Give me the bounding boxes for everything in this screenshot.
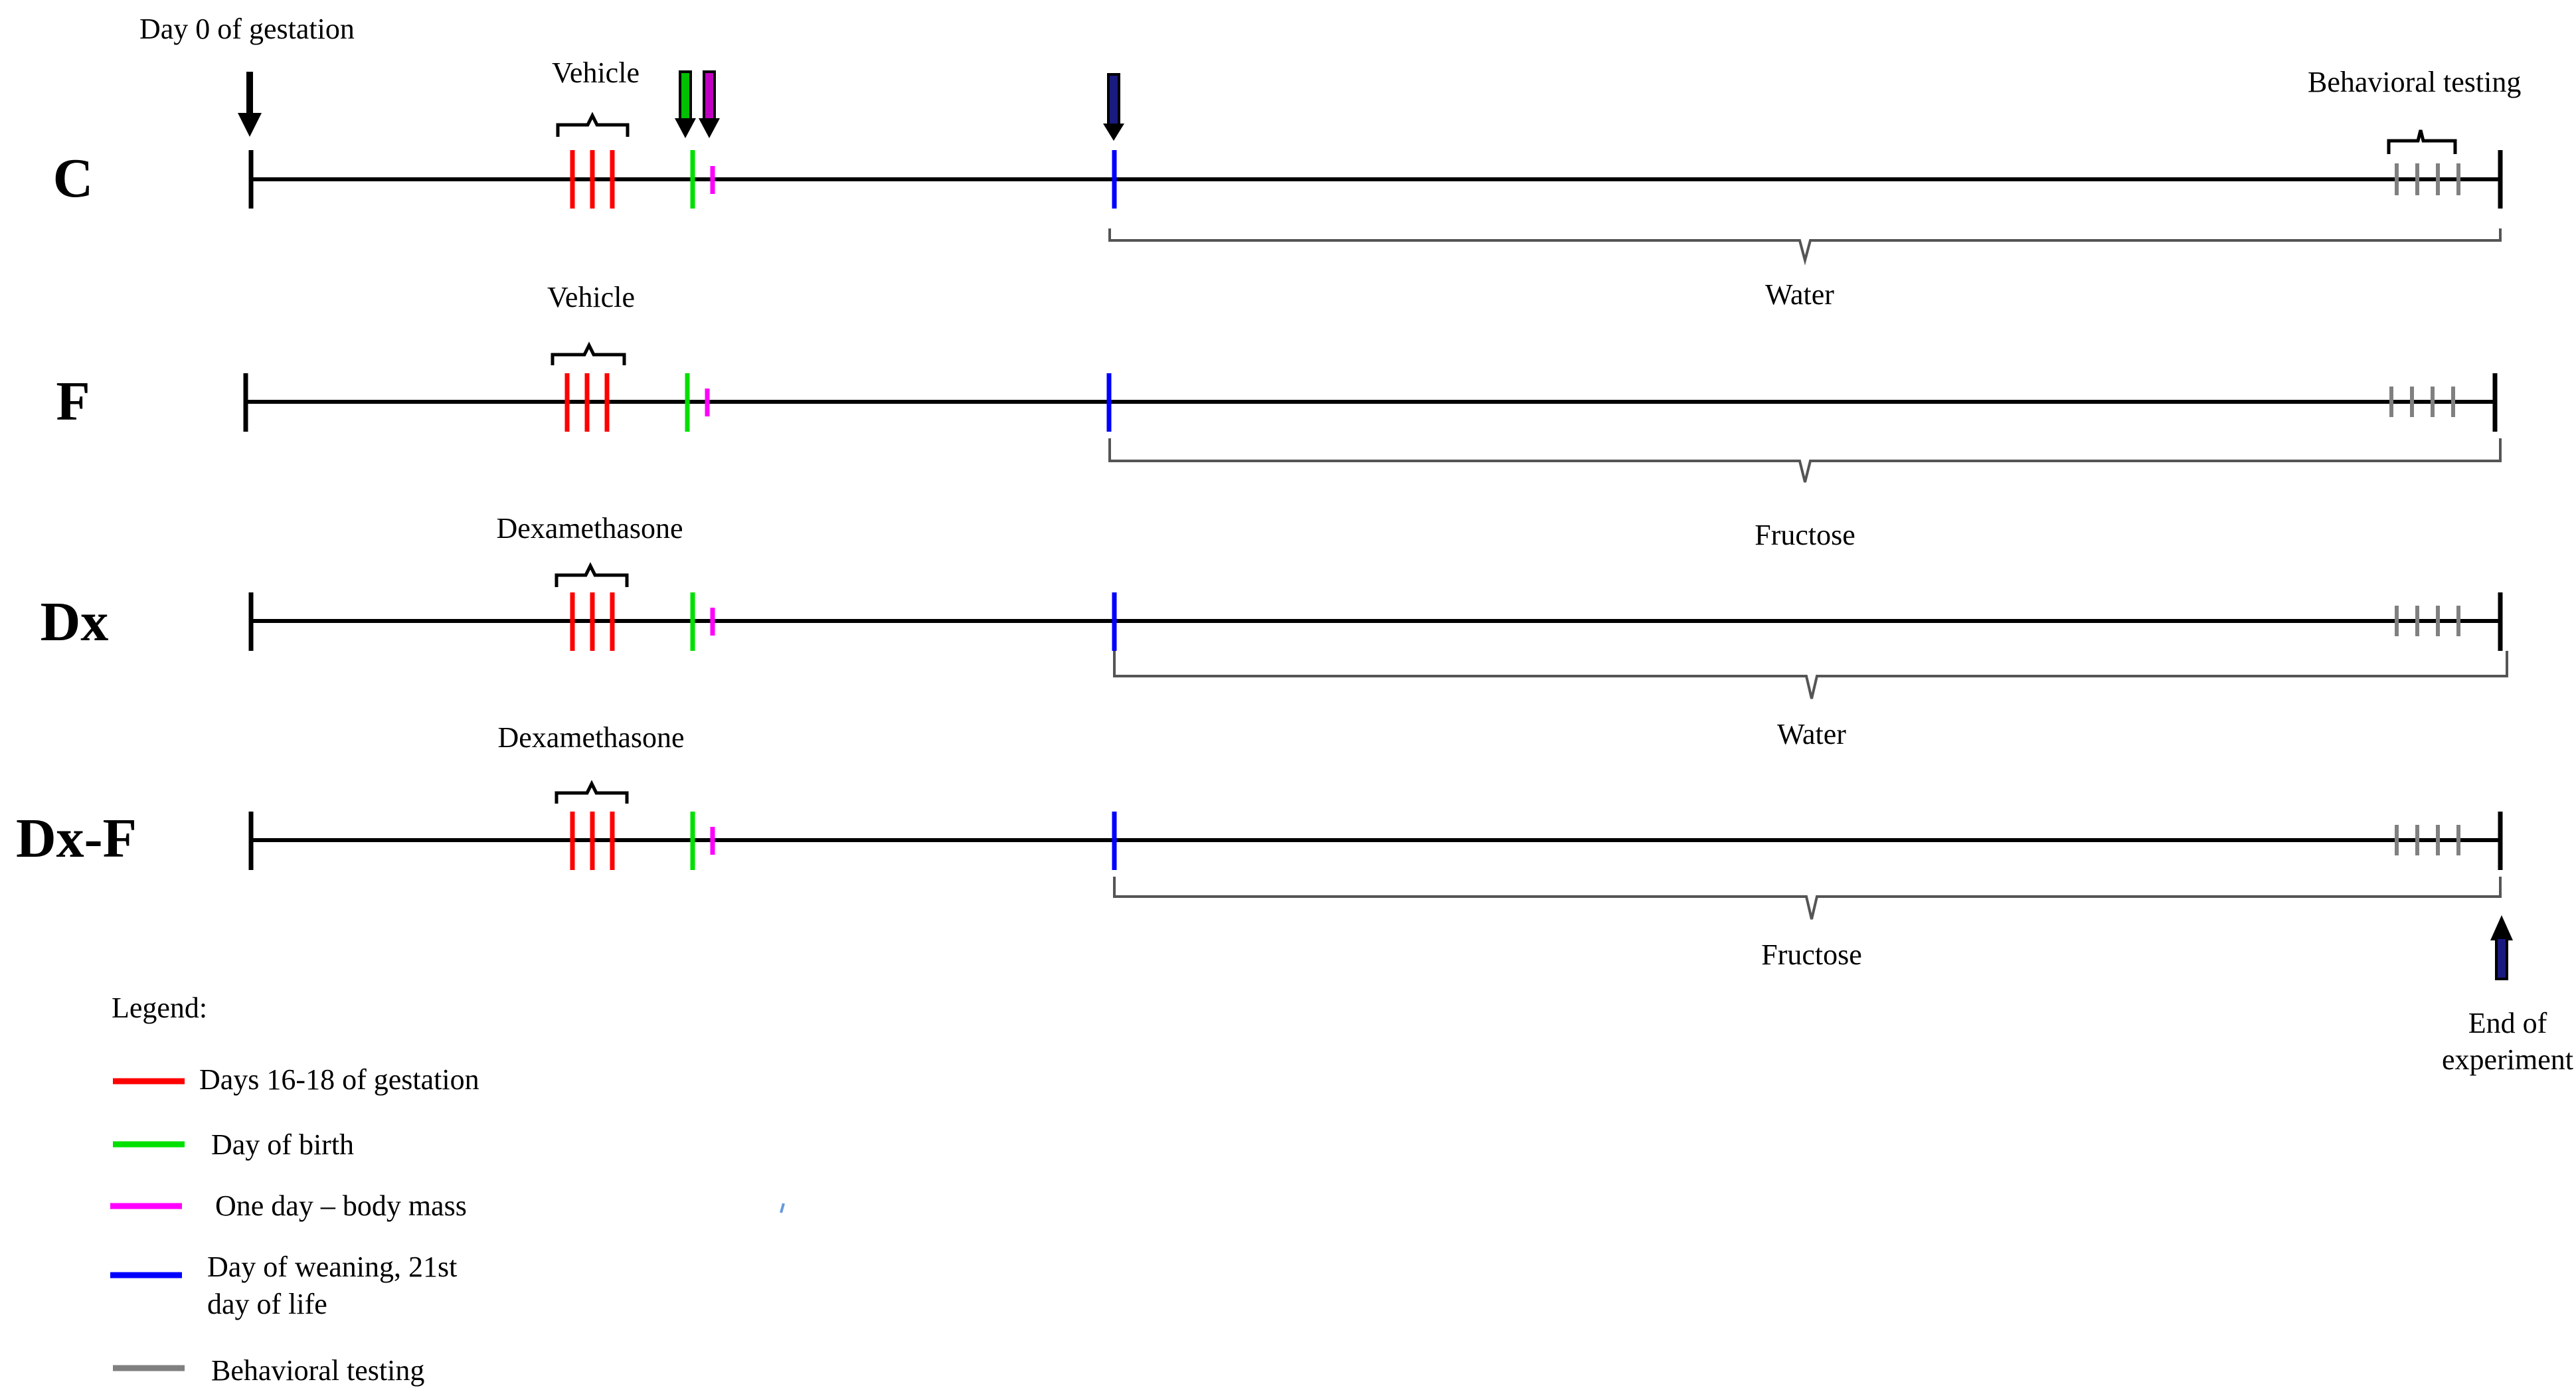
group-dx-prenatal-brace xyxy=(555,562,629,587)
group-f-gestation-ticks xyxy=(564,373,610,432)
group-dxf-prenatal-label: Dexamethasone xyxy=(498,721,685,754)
group-dxf-row: Dx-F Dexamethasone xyxy=(16,721,2503,920)
group-c-label: C xyxy=(53,147,94,209)
day0-label: Day 0 of gestation xyxy=(139,13,355,45)
group-dx-testing-ticks xyxy=(2395,606,2460,636)
group-c-testing-ticks xyxy=(2395,163,2460,195)
group-dx-diet-brace xyxy=(1113,651,2508,699)
weaning-arrow xyxy=(1103,73,1124,141)
body-mass-arrow xyxy=(699,70,720,138)
group-f-diet-label: Fructose xyxy=(1755,519,1855,551)
end-of-experiment-arrow xyxy=(2490,915,2513,980)
end-of-experiment-label-line2: experiment xyxy=(2442,1043,2573,1076)
group-c-gestation-ticks xyxy=(570,150,615,209)
group-f-prenatal-brace xyxy=(551,341,626,365)
stray-mark xyxy=(780,1203,785,1213)
legend-gestation-label: Days 16-18 of gestation xyxy=(199,1063,479,1096)
legend-weaning-label-line2: day of life xyxy=(207,1288,327,1320)
behavioral-testing-label: Behavioral testing xyxy=(2308,66,2521,98)
group-dxf-testing-ticks xyxy=(2395,825,2460,855)
behavioral-testing-brace xyxy=(2387,130,2457,154)
group-c-prenatal-label: Vehicle xyxy=(552,56,640,89)
group-f-diet-brace xyxy=(1108,438,2502,483)
group-dx-label: Dx xyxy=(41,591,109,653)
group-f-row: F Vehicle xyxy=(56,281,2502,483)
group-dx-diet-label: Water xyxy=(1777,718,1846,750)
birth-arrow xyxy=(675,70,696,138)
group-dx-row: Dx Dexamethasone xyxy=(41,512,2508,699)
group-c-row: C Vehicle xyxy=(53,56,2503,266)
group-c-diet-label: Water xyxy=(1765,278,1834,311)
group-f-label: F xyxy=(56,371,90,432)
legend-weaning-label: Day of weaning, 21st xyxy=(207,1251,457,1283)
legend: Legend: Days 16-18 of gestation Day of b… xyxy=(110,992,479,1387)
group-dx-gestation-ticks xyxy=(570,592,615,651)
group-dxf-gestation-ticks xyxy=(570,812,615,870)
group-c-diet-brace xyxy=(1108,228,2502,266)
group-dxf-diet-brace xyxy=(1113,877,2502,920)
legend-bodymass-label: One day – body mass xyxy=(215,1189,467,1222)
group-dxf-diet-label: Fructose xyxy=(1761,938,1862,971)
group-c-prenatal-brace xyxy=(556,112,630,137)
end-of-experiment-label-line1: End of xyxy=(2468,1007,2547,1039)
legend-testing-label: Behavioral testing xyxy=(211,1354,424,1387)
legend-birth-label: Day of birth xyxy=(211,1128,354,1161)
legend-title: Legend: xyxy=(112,992,207,1024)
group-dxf-prenatal-brace xyxy=(555,780,629,804)
group-dx-prenatal-label: Dexamethasone xyxy=(497,512,683,545)
group-f-prenatal-label: Vehicle xyxy=(547,281,635,313)
group-dxf-label: Dx-F xyxy=(16,808,137,869)
group-f-testing-ticks xyxy=(2389,387,2455,417)
day0-arrow xyxy=(238,72,262,137)
